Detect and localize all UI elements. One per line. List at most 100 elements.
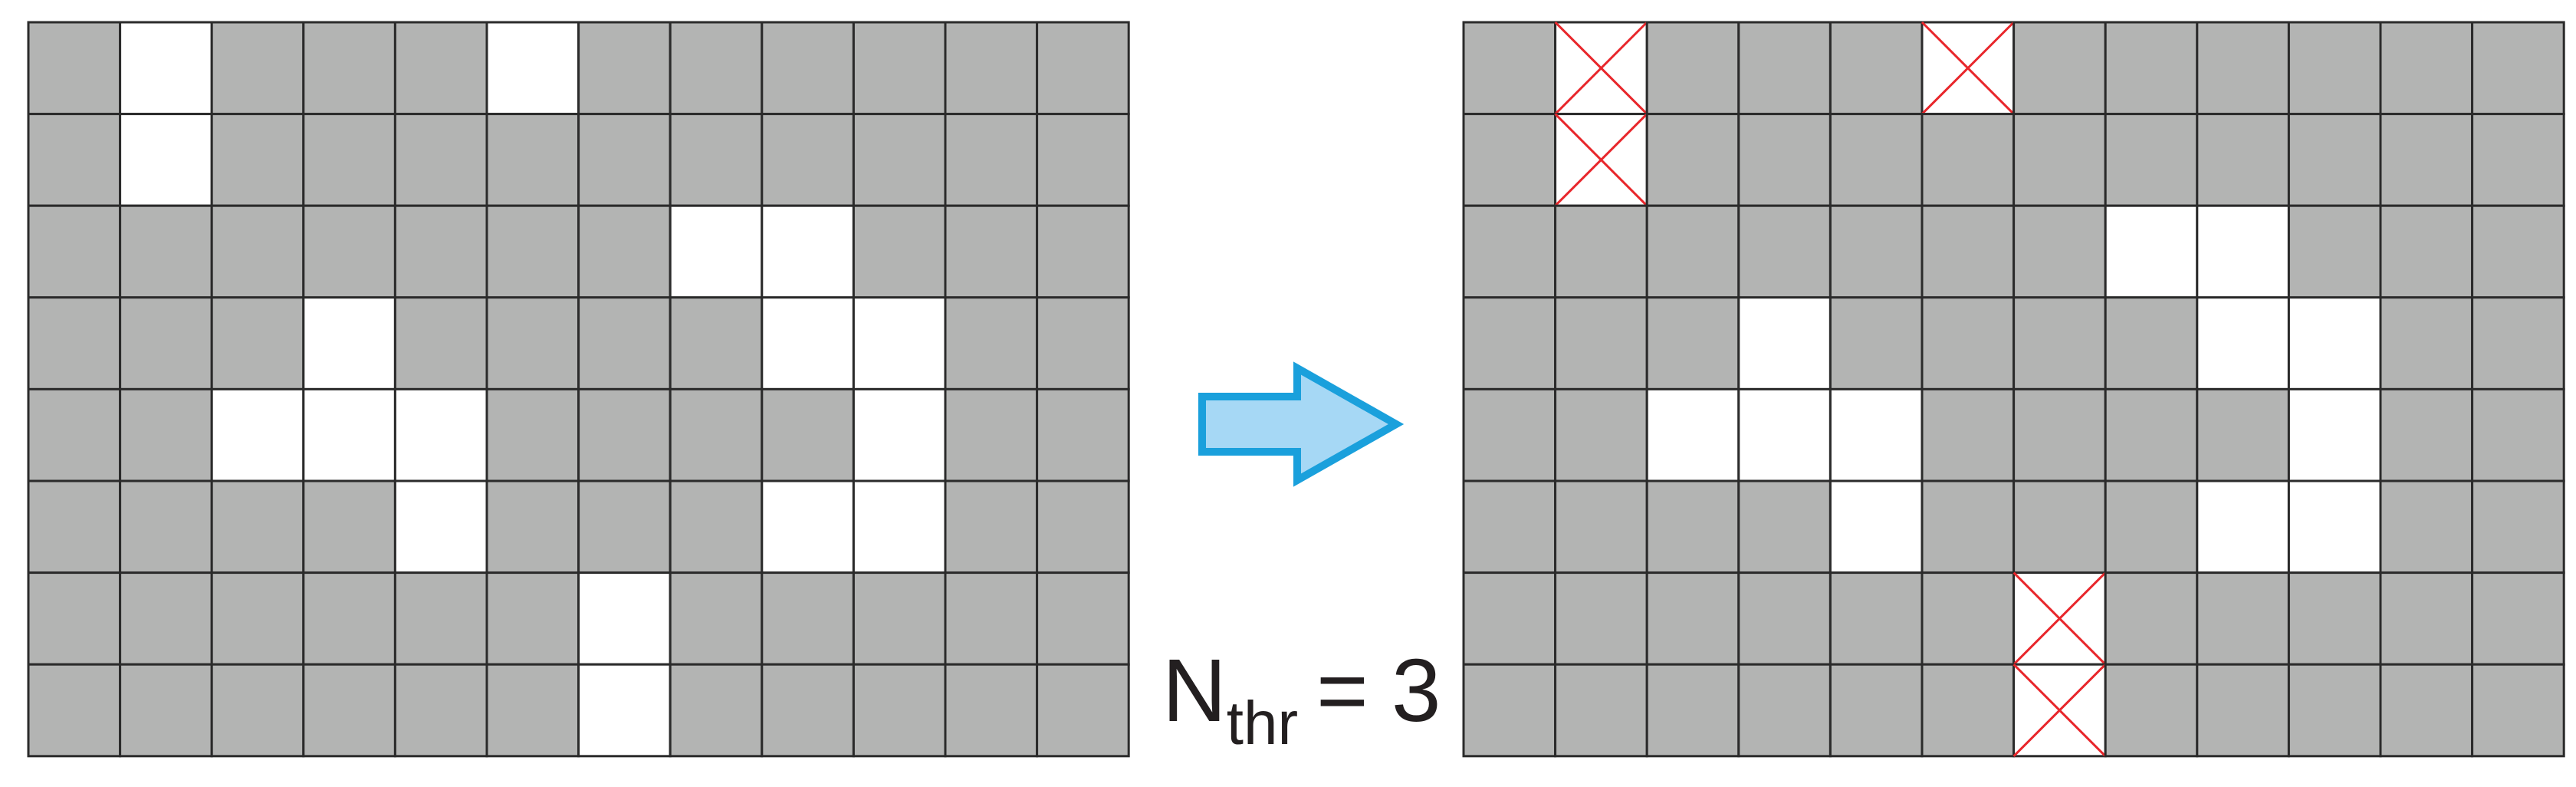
output-gray-cell [2471, 663, 2565, 758]
output-gray-cell [1829, 21, 1924, 116]
input-gray-cell [669, 479, 764, 575]
input-gray-cell [302, 571, 396, 666]
output-gray-cell [2196, 387, 2290, 482]
input-gray-cell [210, 21, 305, 116]
output-gray-cell [1829, 296, 1924, 390]
output-gray-cell [2104, 21, 2199, 116]
svg-text:Nthr: Nthr [1162, 640, 1298, 757]
input-gray-cell [485, 204, 580, 299]
cross-mark-icon [2013, 664, 2107, 757]
input-white-cell [485, 21, 580, 116]
output-gray-cell [1737, 21, 1832, 116]
output-white-cell [1737, 387, 1832, 482]
input-gray-cell [944, 479, 1039, 575]
output-gray-cell [2471, 387, 2565, 482]
svg-text:3: 3 [1392, 640, 1441, 740]
output-gray-cell [1829, 113, 1924, 207]
output-gray-cell [1921, 296, 2016, 390]
output-gray-cell [1921, 387, 2016, 482]
output-gray-cell [1645, 204, 1740, 299]
output-gray-cell [1462, 387, 1557, 482]
input-white-cell [761, 479, 855, 575]
input-gray-cell [302, 663, 396, 758]
output-gray-cell [1737, 204, 1832, 299]
output-gray-cell [1645, 21, 1740, 116]
output-gray-cell [1462, 479, 1557, 575]
output-gray-cell [2379, 296, 2474, 390]
output-gray-cell [1554, 663, 1648, 758]
output-gray-cell [2379, 21, 2474, 116]
input-white-cell [852, 296, 947, 390]
output-gray-cell [2471, 571, 2565, 666]
input-gray-cell [302, 113, 396, 207]
output-gray-cell [2287, 21, 2382, 116]
input-gray-cell [1036, 571, 1130, 666]
output-white-cell [1829, 387, 1924, 482]
input-white-cell [119, 113, 213, 207]
output-gray-cell [1737, 479, 1832, 575]
input-gray-cell [944, 113, 1039, 207]
output-gray-cell [2104, 113, 2199, 207]
input-gray-cell [485, 479, 580, 575]
output-gray-cell [2379, 663, 2474, 758]
svg-text:=: = [1316, 640, 1368, 740]
output-gray-cell [1462, 204, 1557, 299]
output-gray-cell [1462, 113, 1557, 207]
output-gray-cell [2013, 387, 2107, 482]
output-gray-cell [1737, 663, 1832, 758]
input-gray-cell [852, 113, 947, 207]
input-gray-cell [27, 571, 122, 666]
input-gray-cell [852, 663, 947, 758]
right-arrow-icon [1198, 361, 1405, 487]
output-white-cell [1645, 387, 1740, 482]
output-gray-cell [1645, 663, 1740, 758]
output-gray-cell [2379, 571, 2474, 666]
input-gray-cell [485, 113, 580, 207]
output-gray-cell [2471, 21, 2565, 116]
output-white-cell [2196, 479, 2290, 575]
input-gray-cell [852, 204, 947, 299]
input-gray-cell [485, 663, 580, 758]
input-white-cell [302, 296, 396, 390]
output-gray-cell [1645, 296, 1740, 390]
threshold-label: Nthr = 3 [1162, 640, 1441, 757]
output-gray-cell [2379, 479, 2474, 575]
output-gray-cell [1462, 571, 1557, 666]
input-white-cell [852, 479, 947, 575]
input-gray-cell [577, 387, 672, 482]
input-gray-cell [393, 571, 488, 666]
input-gray-cell [27, 479, 122, 575]
input-gray-cell [669, 571, 764, 666]
input-gray-cell [761, 113, 855, 207]
input-gray-cell [669, 21, 764, 116]
input-gray-cell [393, 663, 488, 758]
input-gray-cell [669, 663, 764, 758]
input-gray-cell [577, 204, 672, 299]
cross-mark-icon [1554, 113, 1648, 207]
input-gray-cell [577, 113, 672, 207]
output-gray-cell [2013, 479, 2107, 575]
output-gray-cell [1645, 479, 1740, 575]
input-white-cell [669, 204, 764, 299]
input-gray-cell [302, 204, 396, 299]
input-gray-cell [1036, 387, 1130, 482]
input-gray-cell [119, 663, 213, 758]
input-gray-cell [485, 296, 580, 390]
output-gray-cell [2196, 663, 2290, 758]
input-gray-cell [27, 204, 122, 299]
output-gray-cell [1921, 204, 2016, 299]
cross-mark-icon [1921, 21, 2015, 115]
output-gray-cell [2471, 479, 2565, 575]
input-grid [27, 21, 1130, 758]
output-gray-cell [1829, 571, 1924, 666]
input-white-cell [302, 387, 396, 482]
output-gray-cell [1554, 479, 1648, 575]
output-gray-cell [2104, 663, 2199, 758]
output-gray-cell [1554, 571, 1648, 666]
input-gray-cell [1036, 204, 1130, 299]
output-white-cell [2196, 204, 2290, 299]
input-gray-cell [210, 571, 305, 666]
output-gray-cell [1554, 296, 1648, 390]
output-gray-cell [1921, 113, 2016, 207]
